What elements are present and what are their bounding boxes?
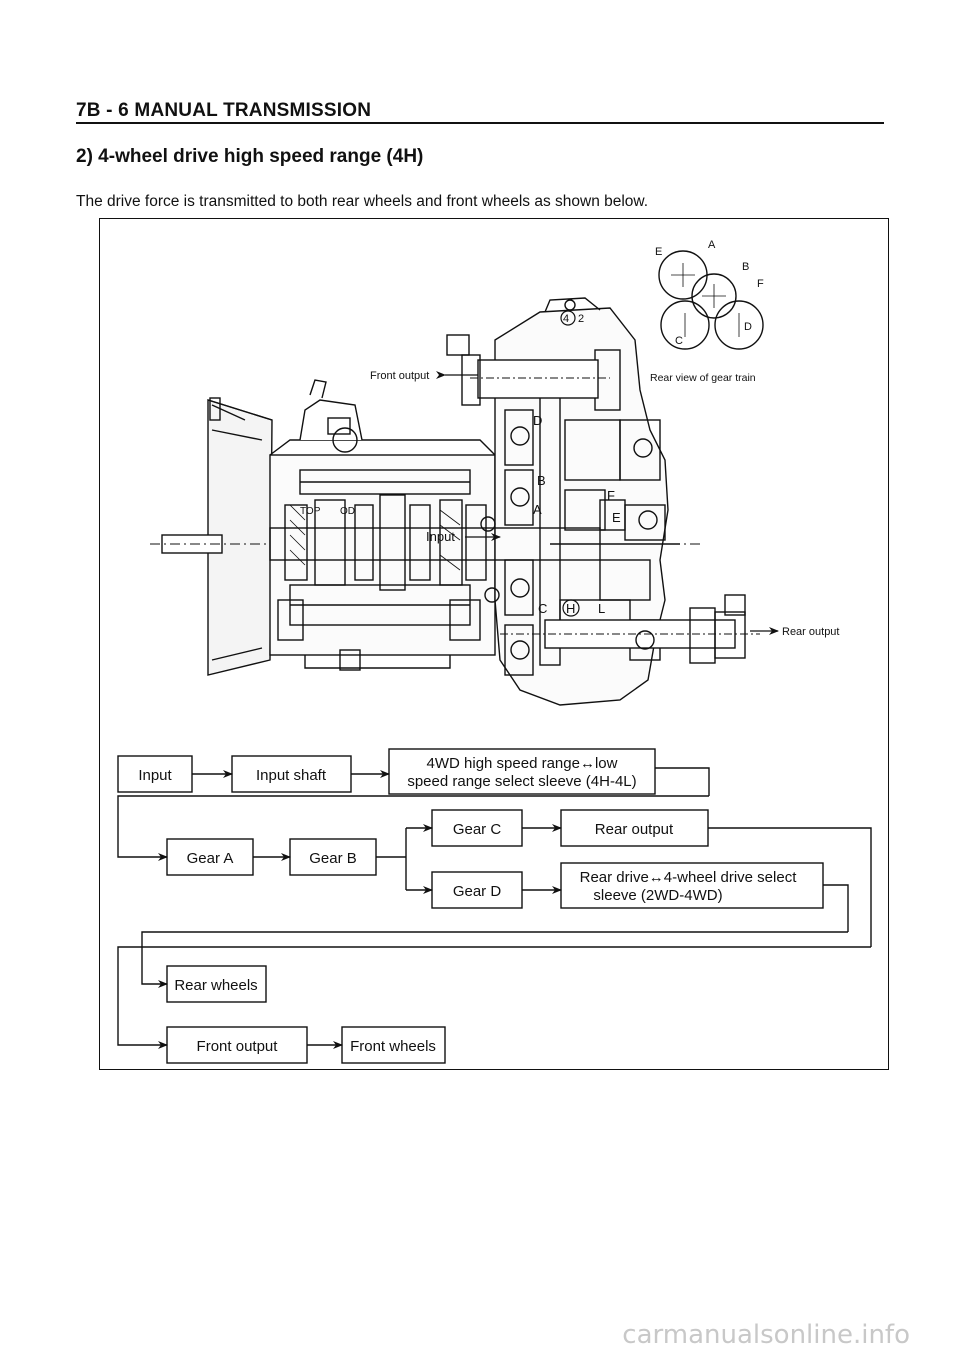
section-title: 2) 4-wheel drive high speed range (4H) xyxy=(76,146,424,167)
transmission-cutaway xyxy=(150,297,760,706)
front-output-label: Front output xyxy=(370,370,429,382)
rear-view-a: A xyxy=(708,239,716,251)
shift-label-top: TOP xyxy=(300,506,321,517)
rear-view-labels: E A B F C D xyxy=(655,239,764,347)
gear-label-b: B xyxy=(537,473,546,488)
flow-front-output-text: Front output xyxy=(197,1038,279,1055)
front-output-shaft xyxy=(477,359,599,399)
box-gear-a xyxy=(166,838,254,876)
flow-rear-output-text: Rear output xyxy=(595,821,674,838)
box-rear-drive-sleeve xyxy=(560,862,824,909)
box-front-wheels xyxy=(341,1026,446,1064)
rear-output-label: Rear output xyxy=(782,626,839,638)
flow-sleeve-line2: speed range select sleeve (4H-4L) xyxy=(407,773,636,790)
page-header: 7B - 6 MANUAL TRANSMISSION xyxy=(76,100,884,124)
shift-label-h: H xyxy=(566,601,575,616)
shift-label-2: 2 xyxy=(578,313,584,325)
box-sleeve-4h4l xyxy=(388,748,656,795)
gear-label-f: F xyxy=(607,488,615,503)
flow-gear-d-text: Gear D xyxy=(453,883,502,900)
shift-label-l: L xyxy=(598,601,605,616)
rear-view-e: E xyxy=(655,246,662,258)
shift-tower xyxy=(299,399,363,441)
flow-gear-c-text: Gear C xyxy=(453,821,502,838)
watermark: carmanualsonline.info xyxy=(622,1320,910,1350)
flow-sleeve-line1: 4WD high speed range↔low xyxy=(427,755,618,772)
intro-paragraph: The drive force is transmitted to both r… xyxy=(76,193,649,210)
flow-input-shaft-text: Input shaft xyxy=(256,767,327,784)
box-front-output xyxy=(166,1026,308,1064)
flow-gear-a-text: Gear A xyxy=(187,850,234,867)
shift-label-4: 4 xyxy=(563,313,569,325)
gear-label-c: C xyxy=(538,601,547,616)
shift-label-od: OD xyxy=(340,506,355,517)
flow-gear-b-text: Gear B xyxy=(309,850,357,867)
gear-label-e: E xyxy=(612,510,621,525)
gear-label-a: A xyxy=(533,502,542,517)
rear-view-d: D xyxy=(744,321,752,333)
transfer-case xyxy=(494,307,669,706)
box-input xyxy=(117,755,193,793)
input-label-diagram: Input xyxy=(426,529,455,544)
flow-rear-drive-line2: sleeve (2WD-4WD) xyxy=(593,887,722,904)
gear-label-d: D xyxy=(533,413,542,428)
cutaway-labels: D B A F E C TOP OD 4 2 H L xyxy=(300,313,621,616)
flow-front-wheels-text: Front wheels xyxy=(350,1038,436,1055)
flow-rear-wheels-text: Rear wheels xyxy=(174,977,257,994)
rear-view-caption: Rear view of gear train xyxy=(650,372,756,384)
flow-rear-drive-line1: Rear drive↔4-wheel drive select xyxy=(580,869,798,886)
flow-input-text: Input xyxy=(138,767,172,784)
rear-view-gear-train xyxy=(658,250,764,350)
rear-view-f: F xyxy=(757,278,764,290)
main-case-gears xyxy=(277,469,487,641)
flow-chart-text: Input Input shaft 4WD high speed range↔l… xyxy=(138,755,797,1055)
rear-view-b: B xyxy=(742,261,749,273)
box-input-shaft xyxy=(231,755,352,793)
rear-view-c: C xyxy=(675,335,683,347)
flow-chart xyxy=(117,748,872,1064)
figure-frame xyxy=(99,218,889,1070)
box-gear-b xyxy=(289,838,377,876)
page-header-title: 7B - 6 MANUAL TRANSMISSION xyxy=(76,100,372,121)
box-rear-output xyxy=(560,809,709,847)
box-rear-wheels xyxy=(166,965,267,1003)
